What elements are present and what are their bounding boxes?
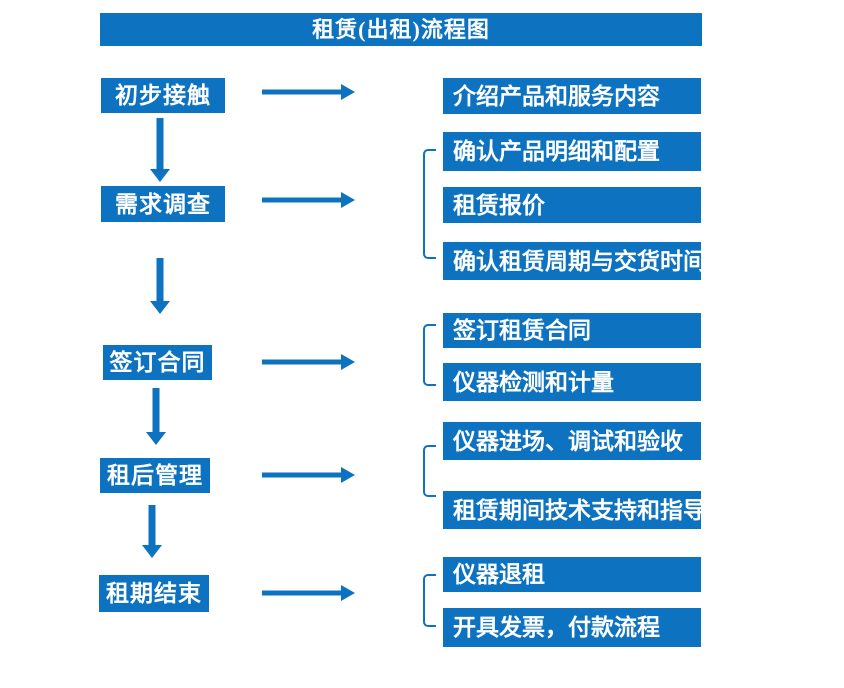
- stage-demand-survey: 需求调查: [101, 186, 225, 222]
- group-bracket: [423, 574, 436, 627]
- arrow-shaft: [156, 118, 164, 170]
- arrow-shaft: [262, 89, 342, 95]
- detail-rental-quotation: 租赁报价: [443, 187, 701, 223]
- arrow-right-icon: [262, 466, 355, 484]
- arrow-shaft: [262, 472, 342, 478]
- detail-technical-support-guidance: 租赁期间技术支持和指导: [443, 491, 706, 529]
- arrow-shaft: [262, 590, 342, 596]
- page-title: 租赁(出租)流程图: [100, 13, 702, 46]
- arrow-right-icon: [262, 353, 355, 371]
- group-bracket: [423, 324, 436, 386]
- group-bracket: [423, 149, 436, 259]
- arrow-down-icon: [149, 258, 171, 314]
- arrow-shaft: [262, 197, 342, 203]
- arrow-shaft: [262, 359, 342, 365]
- arrow-shaft: [156, 258, 164, 302]
- stage-initial-contact: 初步接触: [101, 78, 225, 113]
- arrow-right-icon: [262, 584, 355, 602]
- arrow-head: [341, 354, 355, 370]
- stage-post-rental-management: 租后管理: [100, 458, 210, 493]
- arrow-right-icon: [262, 83, 355, 101]
- arrow-shaft: [152, 388, 160, 433]
- stage-sign-contract: 签订合同: [103, 345, 212, 380]
- detail-introduce-products-services: 介绍产品和服务内容: [443, 78, 701, 114]
- arrow-head: [150, 169, 170, 182]
- detail-sign-rental-contract: 签订租赁合同: [443, 313, 701, 348]
- detail-instrument-return: 仪器退租: [443, 557, 701, 592]
- group-bracket: [423, 445, 436, 497]
- arrow-head: [142, 545, 162, 558]
- detail-instrument-arrival-debug-acceptance: 仪器进场、调试和验收: [443, 422, 701, 460]
- arrow-head: [341, 585, 355, 601]
- arrow-down-icon: [149, 118, 171, 182]
- arrow-head: [146, 432, 166, 445]
- stage-rental-end: 租期结束: [99, 575, 209, 612]
- arrow-head: [150, 301, 170, 314]
- arrow-down-icon: [145, 388, 167, 445]
- detail-confirm-rental-period-delivery: 确认租赁周期与交货时间: [443, 242, 706, 280]
- detail-confirm-product-details-config: 确认产品明细和配置: [443, 132, 701, 171]
- arrow-right-icon: [262, 191, 355, 209]
- detail-instrument-testing-metering: 仪器检测和计量: [443, 363, 701, 401]
- detail-invoice-payment-process: 开具发票，付款流程: [443, 608, 701, 647]
- arrow-head: [341, 192, 355, 208]
- arrow-shaft: [148, 505, 156, 546]
- arrow-head: [341, 84, 355, 100]
- arrow-down-icon: [141, 505, 163, 558]
- arrow-head: [341, 467, 355, 483]
